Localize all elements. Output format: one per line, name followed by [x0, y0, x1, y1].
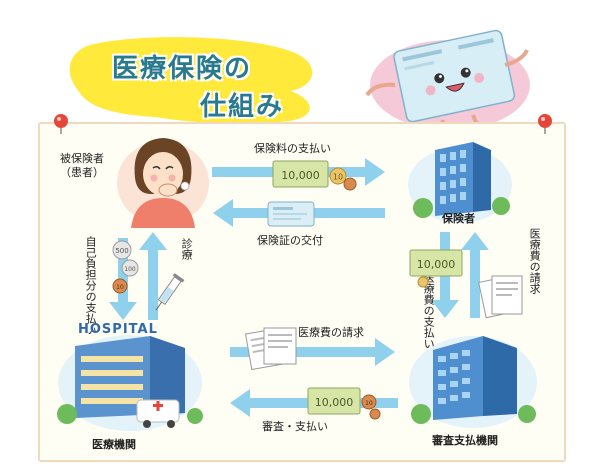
coins-icon: 500 100 10 — [112, 240, 139, 294]
syringe-icon — [155, 273, 185, 311]
node-review-org-label: 審査支払機関 — [432, 434, 498, 447]
coin-label: 10 — [333, 173, 343, 182]
claim-to-insurer-documents-icon — [478, 275, 523, 319]
insurer-bill-amount-label: 10,000 — [417, 258, 456, 271]
bill-amount-label: 10,000 — [281, 169, 320, 182]
title-line-1: 医療保険の — [112, 54, 253, 84]
flow-treatment-label: 診療 — [180, 238, 194, 260]
insurer-building-illustration — [408, 142, 512, 223]
flow-premium-payment-label: 保険料の支払い — [254, 142, 331, 155]
coin-10-label: 10 — [116, 284, 124, 291]
arrow-copay — [109, 238, 137, 320]
bill-icon: 10,000 10 — [272, 160, 357, 191]
review-org-building-illustration — [409, 336, 537, 428]
coin-100-label: 100 — [124, 266, 136, 273]
flow-insurer-payment-label: 医療費の支払い — [422, 272, 436, 349]
flow-claim-to-review-label: 医療費の請求 — [298, 326, 364, 339]
title-highlight — [69, 37, 313, 124]
insurer-payment-bill-icon: 10,000 — [409, 249, 463, 288]
pin-right-icon — [538, 114, 552, 134]
title-line-2: 仕組み — [200, 92, 285, 122]
pin-left-icon — [54, 114, 68, 134]
node-hospital-label: 医療機関 — [92, 438, 136, 451]
node-patient-label: 被保険者 （患者） — [60, 152, 104, 179]
hospital-sign: HOSPITAL — [78, 322, 158, 337]
flow-card-issue-label: 保険証の交付 — [257, 234, 323, 247]
flow-copay-label: 自己負担分の支払い — [84, 236, 98, 335]
arrow-treatment — [139, 232, 167, 320]
review-payment-bill-icon: 10,000 10 — [307, 387, 381, 420]
arrow-claim-to-insurer — [461, 232, 489, 318]
claim-documents-icon — [244, 327, 297, 370]
insurance-card-mascot — [365, 29, 530, 135]
node-insurer-label: 保険者 — [442, 212, 475, 225]
flow-claim-to-insurer-label: 医療費の請求 — [528, 228, 542, 294]
patient-illustration — [117, 138, 209, 228]
arrow-claim-to-review — [230, 338, 395, 366]
review-coin-label: 10 — [365, 400, 373, 407]
insurance-card-icon — [267, 201, 315, 227]
flow-review-payment-label: 審査・支払い — [262, 420, 328, 433]
coin-500-label: 500 — [115, 247, 128, 255]
review-bill-amount-label: 10,000 — [315, 396, 354, 409]
hospital-illustration — [57, 335, 203, 431]
